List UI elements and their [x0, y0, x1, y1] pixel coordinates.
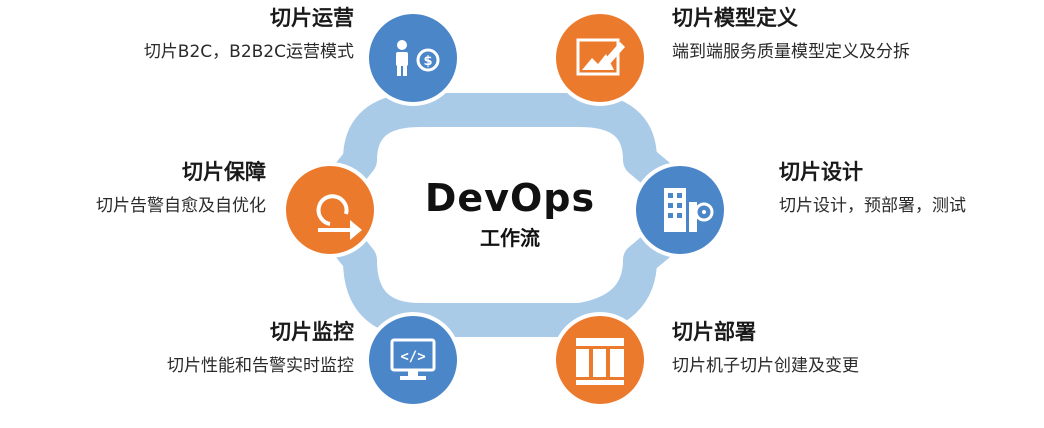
label-design-title: 切片设计 [779, 160, 863, 184]
label-monitor-title: 切片监控 [270, 320, 354, 344]
node-circle-monitor: </> [365, 312, 461, 408]
label-model: 切片模型定义 端到端服务质量模型定义及分拆 [672, 4, 910, 64]
node-circle-assure [282, 162, 378, 258]
svg-text:$: $ [423, 54, 432, 69]
label-assure: 切片保障 切片告警自愈及自优化 [96, 158, 266, 218]
center-title: DevOps 工作流 [380, 176, 640, 252]
building-gear-icon [664, 188, 714, 232]
node-circle-design [632, 162, 728, 258]
label-monitor-desc: 切片性能和告警实时监控 [167, 356, 354, 376]
label-ops: 切片运营 切片B2C，B2B2C运营模式 [144, 4, 354, 64]
label-deploy-title: 切片部署 [672, 320, 756, 344]
label-ops-title: 切片运营 [270, 6, 354, 30]
node-circle-ops: $ [365, 10, 461, 106]
label-assure-desc: 切片告警自愈及自优化 [96, 196, 266, 216]
label-model-desc: 端到端服务质量模型定义及分拆 [672, 42, 910, 62]
person-coin-icon: $ [396, 40, 440, 76]
node-circle-model [552, 10, 648, 106]
label-assure-title: 切片保障 [182, 160, 266, 184]
label-model-title: 切片模型定义 [672, 6, 798, 30]
board-pen-icon [576, 38, 625, 76]
label-deploy-desc: 切片机子切片创建及变更 [672, 356, 859, 376]
label-design-desc: 切片设计，预部署，测试 [779, 196, 966, 216]
node-circle-deploy [552, 312, 648, 408]
layout-panel-icon [576, 338, 624, 385]
label-deploy: 切片部署 切片机子切片创建及变更 [672, 318, 859, 378]
center-title-main: DevOps [424, 176, 596, 220]
label-monitor: 切片监控 切片性能和告警实时监控 [167, 318, 354, 378]
loop-arrow-icon [316, 194, 362, 240]
svg-text:</>: </> [400, 349, 425, 365]
label-design: 切片设计 切片设计，预部署，测试 [779, 158, 966, 218]
label-ops-desc: 切片B2C，B2B2C运营模式 [143, 42, 354, 62]
monitor-code-icon: </> [390, 338, 436, 380]
center-title-sub: 工作流 [480, 226, 540, 250]
